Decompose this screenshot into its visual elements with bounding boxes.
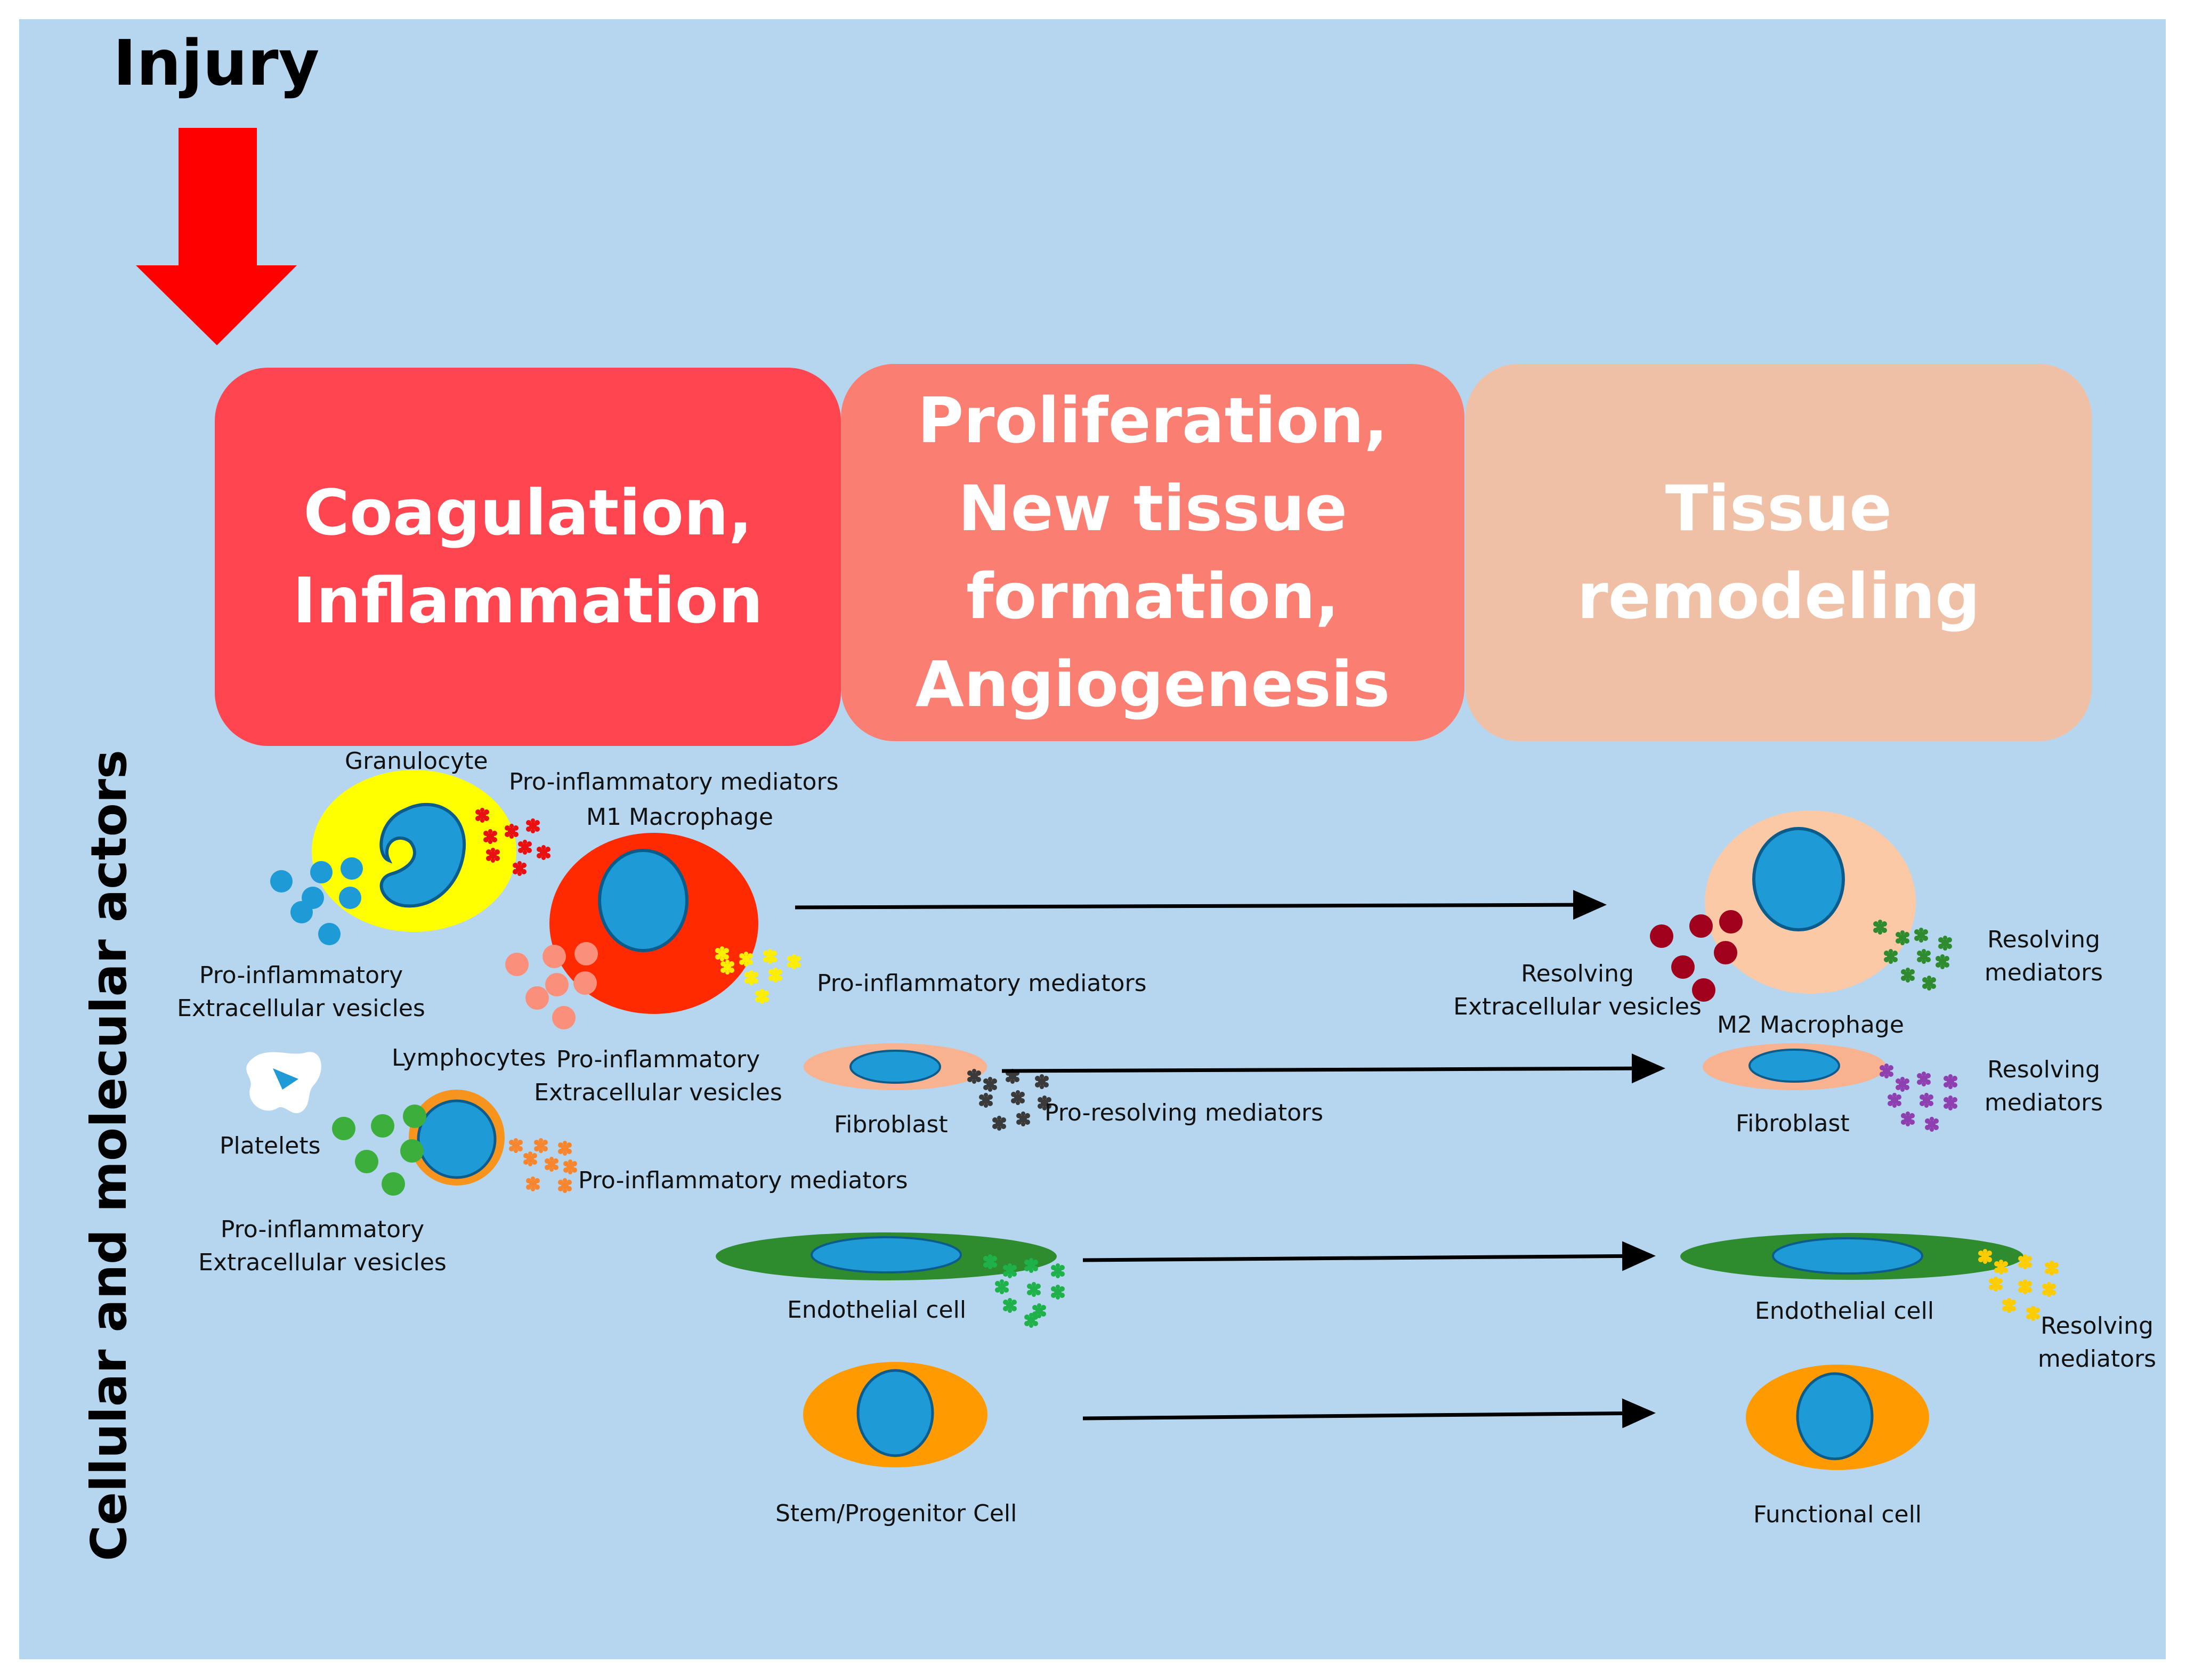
phase-coagulation-inflammation: Coagulation, Inflammation <box>215 368 841 746</box>
pro-inflammatory-vesicles-green <box>332 1105 426 1196</box>
injury-arrow <box>136 128 297 345</box>
phase-text: Proliferation, New tissue formation, Angiog… <box>916 377 1390 728</box>
label-pro-inflammatory-mediators-3: Pro-inflammatory mediators <box>578 1167 908 1194</box>
injury-label: Injury <box>113 26 320 100</box>
endothelial-right-nucleus <box>1772 1237 1923 1275</box>
phase-line: Coagulation, <box>303 476 752 549</box>
label-platelets: Platelets <box>220 1132 321 1159</box>
phase-line: remodeling <box>1577 559 1980 633</box>
label-resolving-mediators-2: Resolving mediators <box>1972 1053 2116 1119</box>
lymphocyte-nucleus <box>417 1099 497 1179</box>
label-endothelial-left: Endothelial cell <box>787 1296 967 1324</box>
text-line: Resolving <box>1987 1056 2100 1083</box>
fibroblast-right-nucleus <box>1748 1049 1840 1083</box>
m1-macrophage-nucleus <box>598 849 689 952</box>
phase-text: Coagulation, Inflammation <box>293 469 763 645</box>
phase-line: New tissue <box>958 472 1348 545</box>
pro-resolving-mediators-dark <box>967 1069 1051 1131</box>
label-stem-cell: Stem/Progenitor Cell <box>775 1500 1017 1527</box>
phase-text: Tissue remodeling <box>1577 465 1980 640</box>
text-line: Resolving <box>1521 960 1634 987</box>
arrow-endothelial <box>1082 1241 1656 1271</box>
label-pro-inflammatory-ev-1: Pro-inflammatory Extracellular vesicles <box>176 959 426 1025</box>
phase-line: formation, <box>966 559 1339 633</box>
phase-line: Tissue <box>1665 472 1892 545</box>
resolving-mediators-purple <box>1880 1064 1957 1132</box>
label-pro-resolving-mediators: Pro-resolving mediators <box>1045 1099 1324 1126</box>
m2-macrophage-nucleus <box>1752 827 1845 931</box>
label-m1-macrophage: M1 Macrophage <box>586 804 773 831</box>
resolving-vesicles-darkred <box>1650 910 1743 1002</box>
label-pro-inflammatory-mediators-2: Pro-inflammatory mediators <box>817 970 1147 997</box>
phase-line: Inflammation <box>293 564 763 637</box>
label-m2-macrophage: M2 Macrophage <box>1717 1011 1904 1038</box>
text-line: Extracellular vesicles <box>198 1249 447 1276</box>
granulocyte-nucleus <box>379 803 466 908</box>
phase-line: Proliferation, <box>917 384 1388 457</box>
label-fibroblast-right: Fibroblast <box>1736 1110 1850 1137</box>
text-line: Extracellular vesicles <box>1453 993 1702 1020</box>
label-fibroblast-left: Fibroblast <box>834 1111 948 1138</box>
text-line: Pro-inflammatory <box>556 1046 760 1073</box>
arrow-macrophage <box>795 890 1607 920</box>
text-line: mediators <box>1984 959 2103 986</box>
text-line: Extracellular vesicles <box>534 1079 782 1106</box>
endothelial-left-nucleus <box>811 1236 962 1273</box>
stem-cell-nucleus <box>856 1369 934 1457</box>
label-lymphocytes: Lymphocytes <box>392 1044 546 1072</box>
arrow-stem <box>1082 1398 1656 1429</box>
arrow-fibroblast <box>1001 1053 1665 1084</box>
label-pro-inflammatory-ev-2: Pro-inflammatory Extracellular vesicles <box>533 1043 783 1109</box>
text-line: Pro-inflammatory <box>220 1216 425 1243</box>
text-line: mediators <box>1984 1089 2103 1116</box>
platelet-granule <box>273 1068 298 1090</box>
resolving-mediators-green <box>1873 920 1952 991</box>
text-line: Resolving <box>1987 926 2100 953</box>
pro-inflammatory-vesicles-salmon <box>505 942 598 1029</box>
label-resolving-mediators-1: Resolving mediators <box>1972 923 2116 989</box>
pro-inflammatory-vesicles-blue <box>270 857 363 945</box>
fibroblast-left-nucleus <box>849 1050 941 1084</box>
functional-cell-nucleus <box>1796 1372 1874 1460</box>
label-pro-inflammatory-ev-3: Pro-inflammatory Extracellular vesicles <box>197 1213 448 1279</box>
label-endothelial-right: Endothelial cell <box>1755 1297 1934 1325</box>
text-line: Pro-inflammatory <box>199 962 403 989</box>
phase-proliferation: Proliferation, New tissue formation, Angiog… <box>841 364 1464 741</box>
pro-inflammatory-mediators-orange <box>509 1138 577 1193</box>
text-line: Resolving <box>2041 1312 2153 1340</box>
label-granulocyte: Granulocyte <box>345 748 488 775</box>
label-functional-cell: Functional cell <box>1753 1501 1922 1528</box>
label-resolving-mediators-3: Resolving mediators <box>2025 1310 2169 1376</box>
phase-line: Angiogenesis <box>915 647 1390 721</box>
phase-tissue-remodeling: Tissue remodeling <box>1466 364 2092 741</box>
label-pro-inflammatory-mediators-1: Pro-inflammatory mediators <box>509 768 839 796</box>
label-resolving-ev: Resolving Extracellular vesicles <box>1444 957 1711 1024</box>
text-line: Extracellular vesicles <box>177 995 425 1022</box>
text-line: mediators <box>2037 1345 2157 1373</box>
